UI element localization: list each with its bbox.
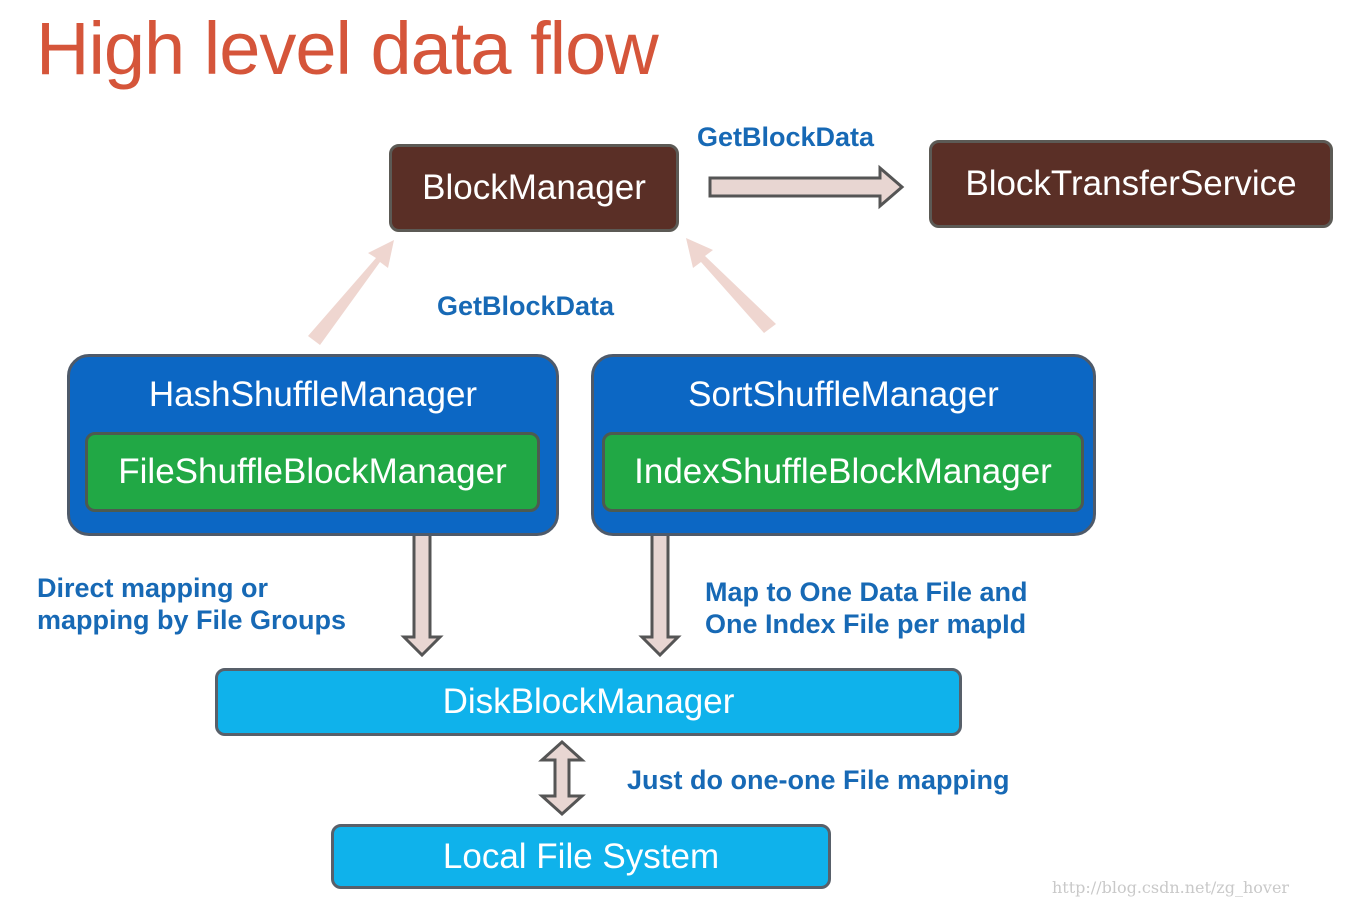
edge-label-getblockdata-middle: GetBlockData [437,291,615,321]
edge-label-hash-mapping-line1: Direct mapping or [37,573,269,603]
edge-label-sort-mapping-line1: Map to One Data File and [705,577,1028,607]
sort-shuffle-manager-label: SortShuffleManager [688,375,999,414]
edge-label-hash-mapping-line2: mapping by File Groups [37,605,347,635]
file-shuffle-block-manager-node: FileShuffleBlockManager [85,432,540,512]
hash-shuffle-manager-label: HashShuffleManager [148,375,478,414]
arrow-hash-to-blockmanager [308,240,394,345]
arrow-sort-to-blockmanager [686,238,776,333]
edge-label-disk-mapping: Just do one-one File mapping [627,765,1010,795]
edge-label-sort-mapping: Map to One Data File and One Index File … [705,576,1028,640]
diagram-title: High level data flow [36,7,659,90]
local-file-system-label: Local File System [442,836,720,876]
arrow-getblockdata-right [708,164,905,210]
edge-label-sort-mapping-line2: One Index File per mapId [705,609,1027,639]
watermark: http://blog.csdn.net/zg_hover [1052,878,1290,897]
file-shuffle-block-manager-label: FileShuffleBlockManager [118,452,507,491]
edge-label-getblockdata-top: GetBlockData [697,122,875,152]
block-transfer-service-label: BlockTransferService [965,164,1297,203]
local-file-system-node: Local File System [331,824,831,889]
block-transfer-service-node: BlockTransferService [929,140,1333,228]
disk-block-manager-node: DiskBlockManager [215,668,962,736]
block-manager-node: BlockManager [389,144,679,232]
edge-label-hash-mapping: Direct mapping or mapping by File Groups [37,572,346,636]
disk-block-manager-label: DiskBlockManager [442,682,735,721]
arrow-disk-to-local [538,739,586,817]
index-shuffle-block-manager-label: IndexShuffleBlockManager [634,452,1052,491]
index-shuffle-block-manager-node: IndexShuffleBlockManager [602,432,1084,512]
block-manager-label: BlockManager [422,168,646,207]
